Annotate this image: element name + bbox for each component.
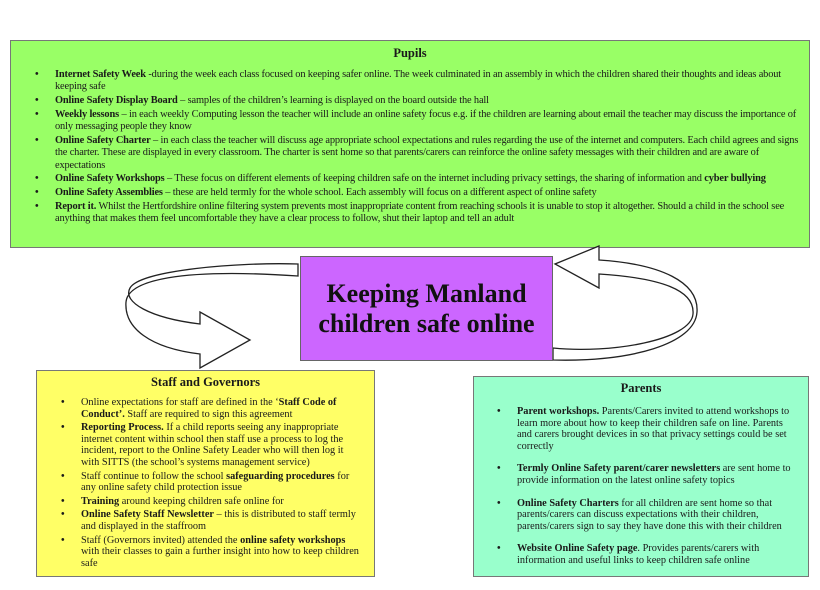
staff-list-item: Online Safety Staff Newsletter – this is… xyxy=(61,509,362,532)
bold-text: online safety workshops xyxy=(240,534,346,546)
staff-list: Online expectations for staff are define… xyxy=(37,397,374,569)
parents-list-item: Termly Online Safety parent/carer newsle… xyxy=(497,463,798,486)
center-title: Keeping Manland children safe online xyxy=(318,278,535,338)
text: If a child reports seeing any inappropri… xyxy=(81,422,344,468)
parents-list: Parent workshops. Parents/Carers invited… xyxy=(474,406,808,567)
text: – this is distributed to staff termly an… xyxy=(81,509,356,532)
staff-list-item: Online expectations for staff are define… xyxy=(61,397,362,420)
pupils-list-item: Online Safety Display Board – samples of… xyxy=(35,95,799,108)
parents-box: Parents Parent workshops. Parents/Carers… xyxy=(473,376,809,577)
bold-text: Staff Code of Conduct’. xyxy=(81,397,337,420)
pupils-list-item: Weekly lessons – in each weekly Computin… xyxy=(35,108,799,134)
bold-text: Training xyxy=(81,495,120,507)
pupils-title: Pupils xyxy=(393,46,427,60)
right-curved-arrow-icon xyxy=(552,245,698,361)
text: Parents/Carers invited to attend worksho… xyxy=(517,406,790,452)
bold-text: Online Safety Display Board xyxy=(55,95,178,107)
staff-list-item: Training around keeping children safe on… xyxy=(61,495,362,508)
text: – in each class the teacher will discuss… xyxy=(55,134,799,171)
text: Staff are required to sign this agreemen… xyxy=(124,408,293,420)
bold-text: Online Safety Charter xyxy=(55,134,151,146)
text: – in each weekly Computing lesson the te… xyxy=(55,108,797,133)
pupils-box: Pupils Internet Safety Week -during the … xyxy=(10,40,810,248)
parents-title: Parents xyxy=(620,381,662,395)
pupils-list: Internet Safety Week -during the week ea… xyxy=(11,69,809,226)
text: for any online safety child protection i… xyxy=(81,470,350,494)
bold-text: safeguarding procedures xyxy=(226,470,335,482)
text: . Provides parents/carers with informati… xyxy=(517,543,760,566)
pupils-list-item: Report it. Whilst the Hertfordshire onli… xyxy=(35,200,799,226)
text: – These focus on different elements of k… xyxy=(164,173,705,185)
pupils-list-item: Online Safety Charter – in each class th… xyxy=(35,134,799,172)
left-curved-arrow-icon xyxy=(125,263,299,370)
parents-list-item: Online Safety Charters for all children … xyxy=(497,497,798,533)
pupils-list-item: Online Safety Workshops – These focus on… xyxy=(35,173,799,186)
bold-text: Weekly lessons xyxy=(55,108,120,120)
text: Whilst the Hertfordshire online filterin… xyxy=(55,200,785,225)
text: with their classes to gain a further ins… xyxy=(81,546,359,569)
bold-text: Termly Online Safety parent/carer newsle… xyxy=(517,463,721,475)
parents-list-item: Website Online Safety page. Provides par… xyxy=(497,543,798,566)
bold-text: Reporting Process. xyxy=(81,422,164,434)
bold-text: cyber bullying xyxy=(704,173,766,185)
bold-text: Internet Safety Week xyxy=(55,69,146,80)
bold-text: Online Safety Assemblies xyxy=(55,187,163,199)
text: – samples of the children’s learning is … xyxy=(177,95,489,107)
bold-text: Report it. xyxy=(55,200,97,212)
text: Online expectations for staff are define… xyxy=(81,397,279,408)
center-title-box: Keeping Manland children safe online xyxy=(300,256,553,361)
staff-governors-box: Staff and Governors Online expectations … xyxy=(36,370,375,577)
pupils-list-item: Internet Safety Week -during the week ea… xyxy=(35,69,799,94)
text: – these are held termly for the whole sc… xyxy=(162,187,597,199)
staff-list-item: Staff (Governors invited) attended the o… xyxy=(61,534,362,570)
text: -during the week each class focused on k… xyxy=(55,69,782,93)
staff-list-item: Staff continue to follow the school safe… xyxy=(61,470,362,494)
text: for all children are sent home so that p… xyxy=(517,497,782,532)
text: are sent home to provide information on … xyxy=(517,463,791,486)
bold-text: Online Safety Staff Newsletter xyxy=(81,509,214,521)
text: around keeping children safe online for xyxy=(119,495,284,507)
bold-text: Parent workshops. xyxy=(517,406,600,417)
staff-title: Staff and Governors xyxy=(150,375,261,389)
staff-list-item: Reporting Process. If a child reports se… xyxy=(61,422,362,468)
bold-text: Online Safety Workshops xyxy=(55,173,165,185)
text: Staff (Governors invited) attended the xyxy=(81,534,241,546)
parents-list-item: Parent workshops. Parents/Carers invited… xyxy=(497,406,798,452)
pupils-list-item: Online Safety Assemblies – these are hel… xyxy=(35,187,799,200)
text: Staff continue to follow the school xyxy=(81,470,227,482)
bold-text: Website Online Safety page xyxy=(517,543,638,555)
bold-text: Online Safety Charters xyxy=(517,497,619,509)
